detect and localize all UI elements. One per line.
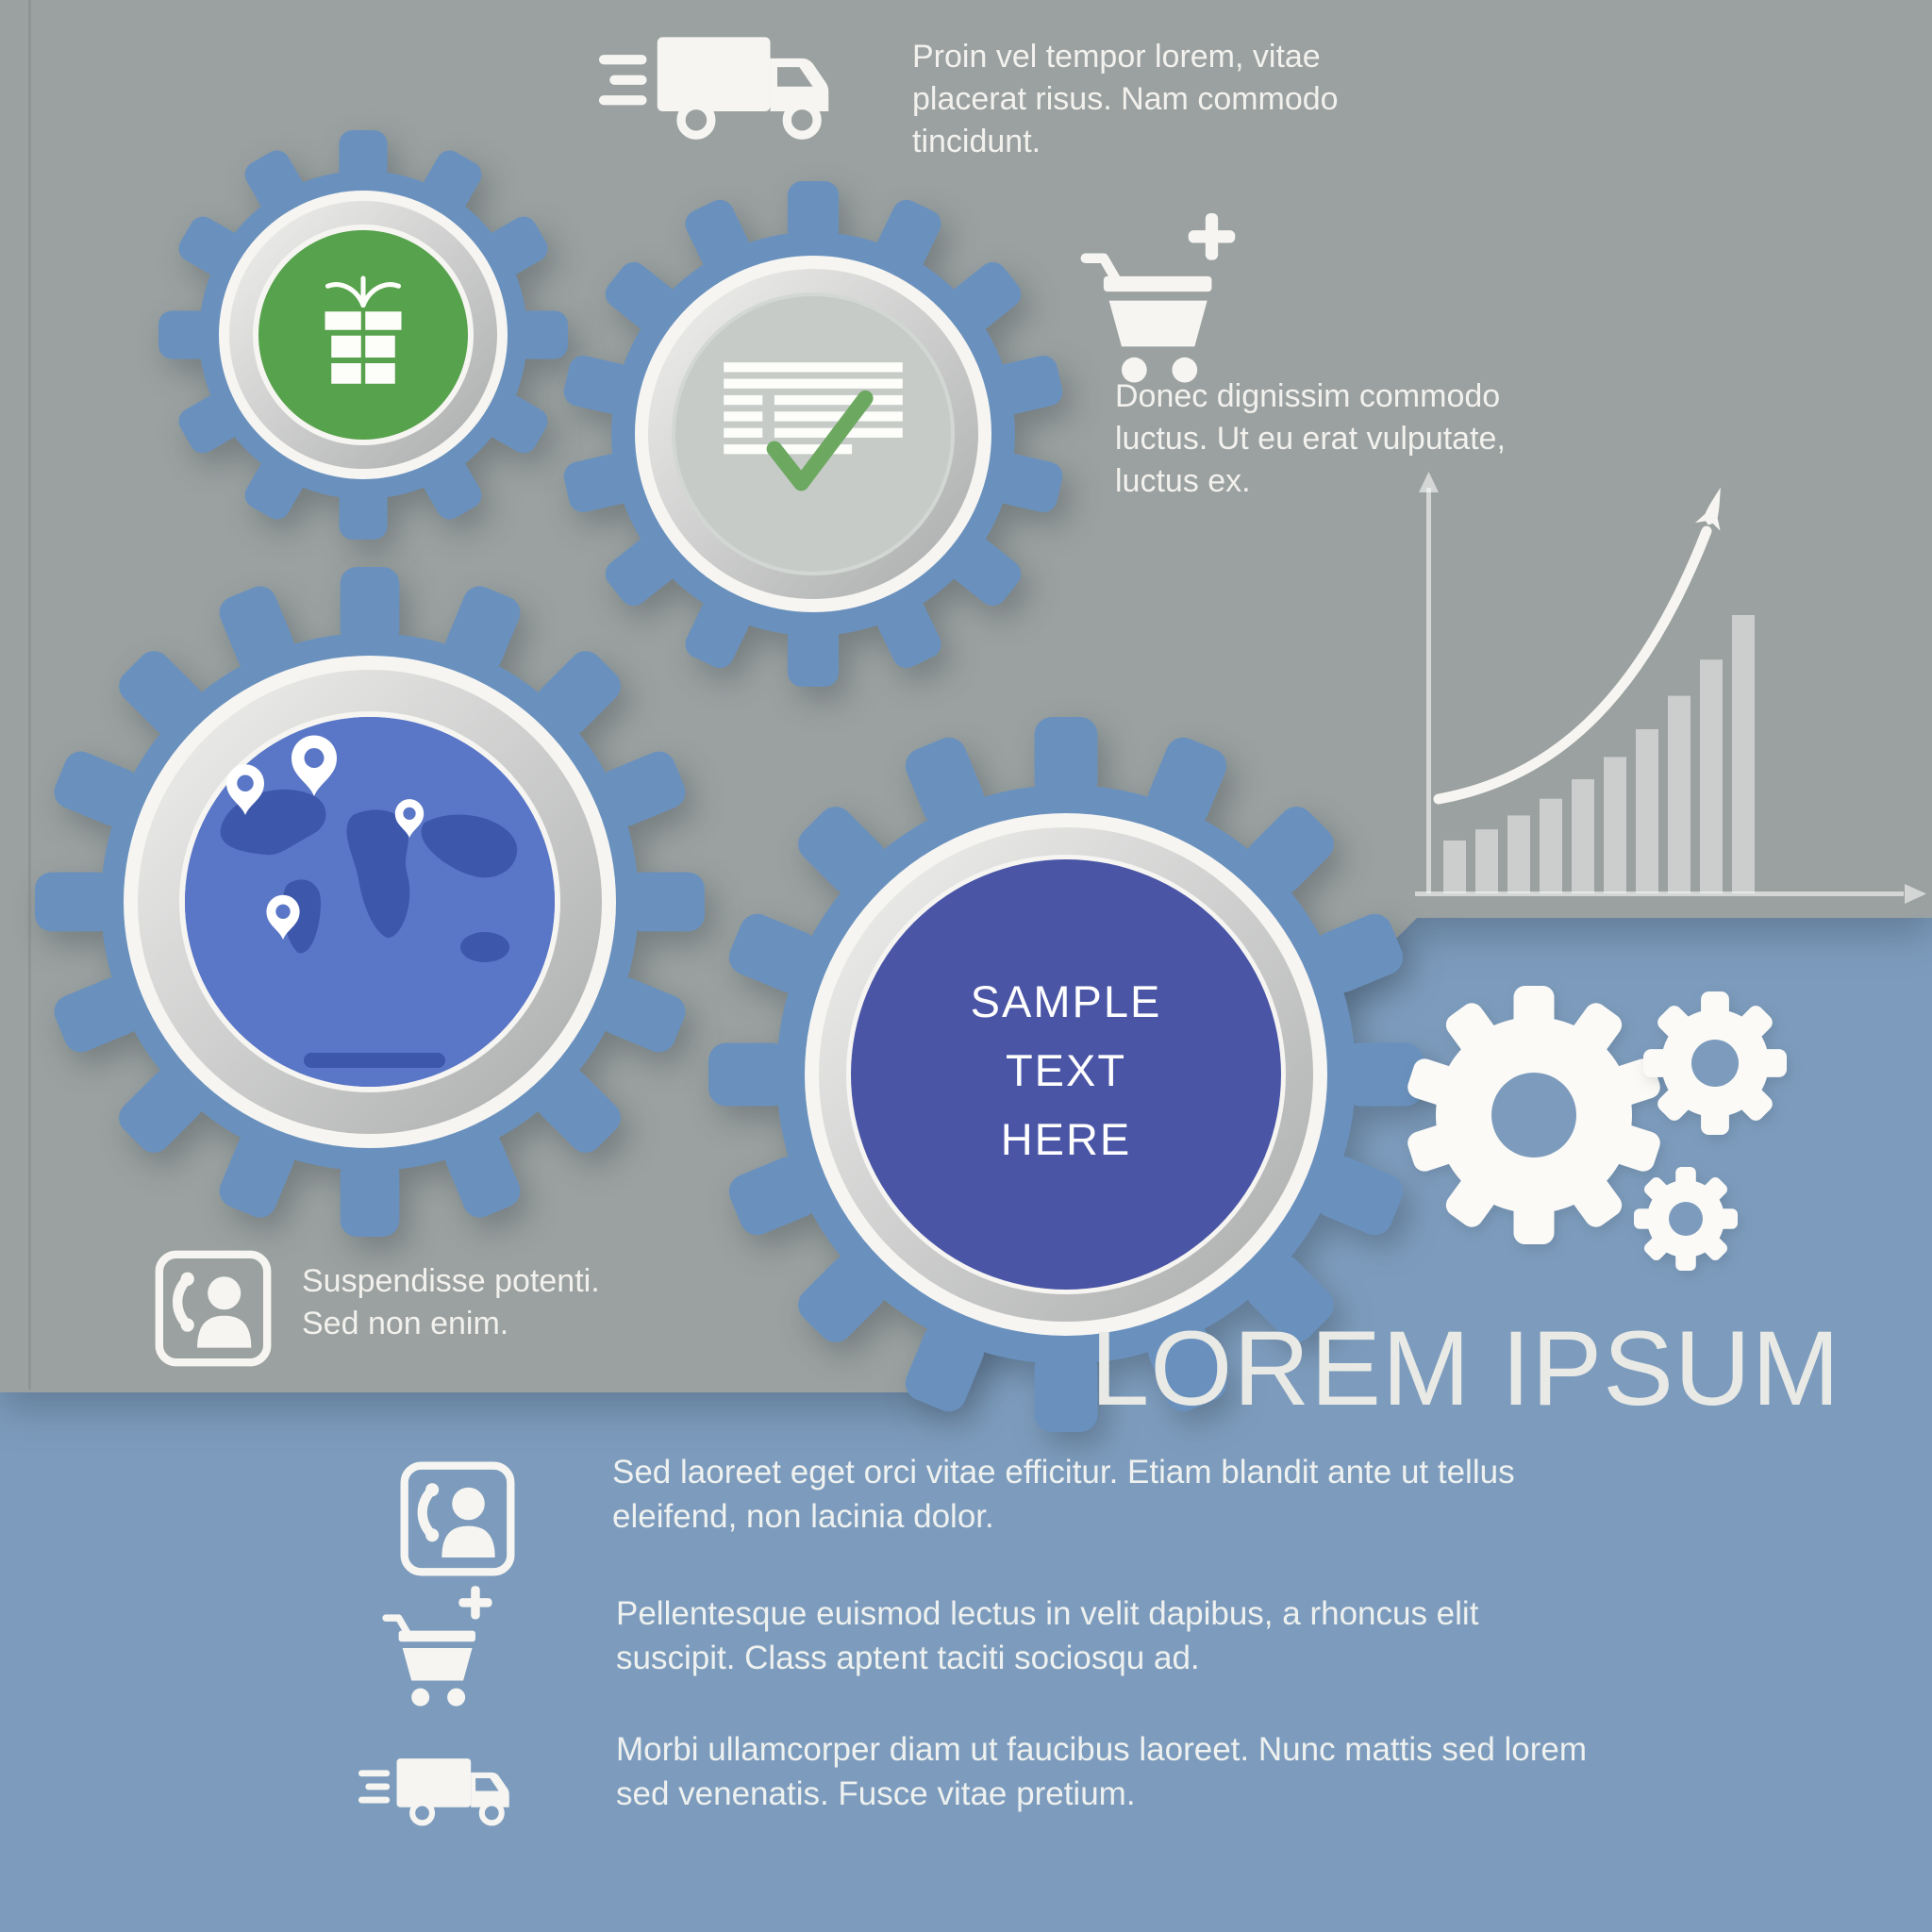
cart-note-text: Donec dignissim commodo luctus. Ut eu er…	[1115, 378, 1506, 500]
delivery-truck-icon	[358, 1758, 509, 1826]
add-to-cart-icon	[382, 1586, 492, 1707]
world-map-pins-icon	[185, 717, 555, 1087]
feature-text-shipping: Morbi ullamcorper diam ut faucibus laore…	[616, 1731, 1588, 1812]
delivery-truck-icon	[599, 37, 829, 140]
checklist-icon	[724, 362, 903, 491]
add-to-cart-icon	[1080, 213, 1236, 383]
gift-icon	[325, 275, 402, 384]
decor-gear-medium-icon	[1643, 991, 1787, 1135]
shipping-note-text: Proin vel tempor lorem, vitae placerat r…	[912, 39, 1339, 160]
page-title: LOREM IPSUM	[1091, 1309, 1841, 1427]
sample-text-circle-label: SAMPLE TEXT HERE	[896, 968, 1236, 1174]
feature-text-support: Sed laoreet eget orci vitae efficitur. E…	[612, 1454, 1515, 1535]
customer-support-icon	[400, 1461, 515, 1576]
sample-text-line: TEXT	[1005, 1044, 1127, 1095]
decor-gear-large-icon	[1407, 986, 1660, 1244]
gear-gift	[158, 130, 568, 540]
sample-text-line: HERE	[1000, 1113, 1132, 1164]
gear-sample-text	[708, 717, 1424, 1432]
customer-support-icon	[155, 1250, 272, 1367]
support-note-text: Suspendisse potenti. Sed non enim.	[302, 1263, 600, 1342]
panel-fold-edge	[28, 0, 31, 1390]
feature-text-cart: Pellentesque euismod lectus in velit dap…	[616, 1595, 1479, 1676]
decor-gear-small-icon	[1634, 1167, 1738, 1271]
growth-chart	[1415, 472, 1926, 904]
sample-text-line: SAMPLE	[970, 976, 1162, 1026]
